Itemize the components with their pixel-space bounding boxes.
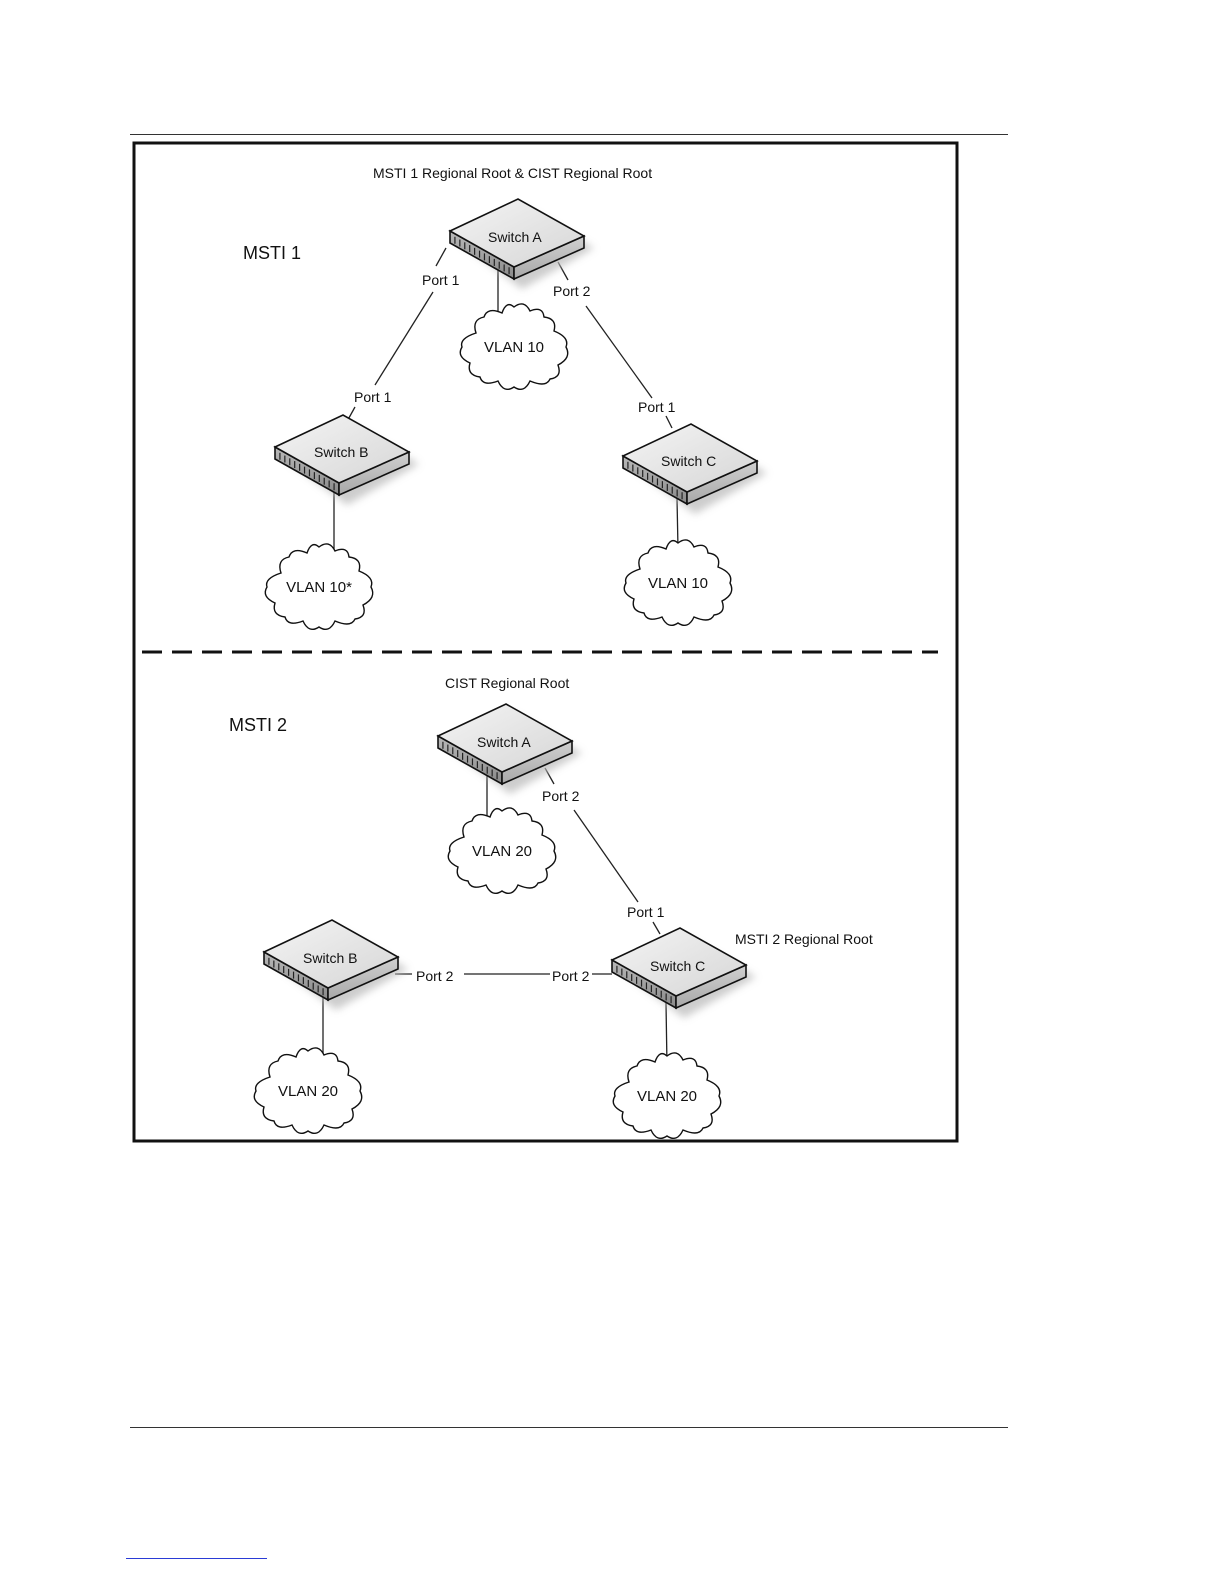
port-label: Port 1	[422, 272, 460, 288]
vlan-label: VLAN 10*	[286, 579, 352, 596]
vlan-label: VLAN 20	[637, 1088, 697, 1105]
diagram-frame	[134, 143, 957, 1141]
port-label: Port 2	[553, 283, 591, 299]
msti1-instance-label: MSTI 1	[243, 243, 301, 263]
switch-label: Switch A	[477, 734, 531, 750]
switch-label: Switch B	[303, 950, 357, 966]
port-label: Port 2	[552, 968, 590, 984]
switch-label: Switch C	[661, 453, 716, 469]
switch-label: Switch B	[314, 444, 368, 460]
switch-label: Switch A	[488, 229, 542, 245]
msti1-root-caption: MSTI 1 Regional Root & CIST Regional Roo…	[373, 165, 652, 181]
vlan-label: VLAN 20	[278, 1083, 338, 1100]
vlan-label: VLAN 10	[484, 339, 544, 356]
port-label: Port 2	[542, 788, 580, 804]
msti2-root-caption: CIST Regional Root	[445, 675, 569, 691]
vlan-label: VLAN 10	[648, 575, 708, 592]
port-label: Port 1	[638, 399, 676, 415]
port-label: Port 2	[416, 968, 454, 984]
vlan-label: VLAN 20	[472, 843, 532, 860]
msti2-c-caption: MSTI 2 Regional Root	[735, 931, 873, 947]
msti2-instance-label: MSTI 2	[229, 715, 287, 735]
port-label: Port 1	[354, 389, 392, 405]
port-label: Port 1	[627, 904, 665, 920]
switch-label: Switch C	[650, 958, 705, 974]
